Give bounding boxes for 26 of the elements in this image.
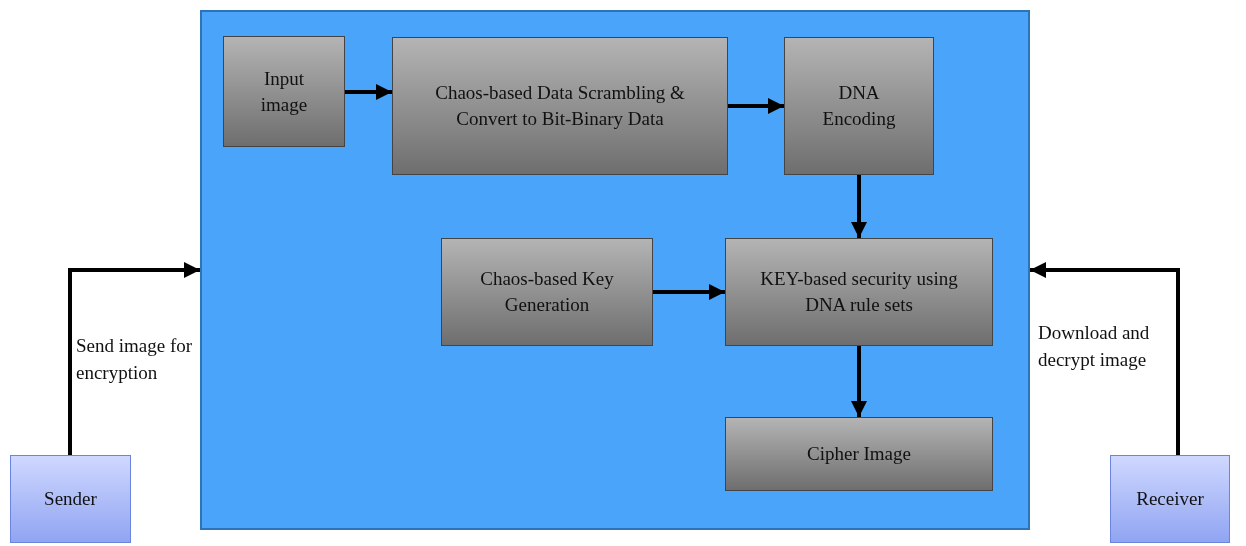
arrow xyxy=(653,284,725,300)
box-label: Input image xyxy=(259,66,309,117)
box-label: Sender xyxy=(44,487,97,512)
arrow xyxy=(68,262,200,455)
box-label: Chaos-based Key Generation xyxy=(479,267,615,317)
process-box xyxy=(725,238,993,346)
arrow xyxy=(851,175,867,238)
arrow xyxy=(1030,262,1180,455)
box-label: Receiver xyxy=(1136,487,1204,512)
box-label: Chaos-based Data Scrambling & Convert to Bit-Binary Data xyxy=(434,81,686,131)
process-panel xyxy=(200,10,1030,530)
box-label: KEY-based security using DNA rule sets xyxy=(759,267,959,317)
process-box xyxy=(441,238,653,346)
process-box xyxy=(223,36,345,147)
box-label: Cipher Image xyxy=(807,442,911,467)
edge-label: Send image for encryption xyxy=(76,334,194,385)
arrow xyxy=(851,346,867,417)
actor-box xyxy=(1110,455,1230,543)
actor-box xyxy=(10,455,131,543)
box-label: DNA Encoding xyxy=(821,81,897,131)
arrow xyxy=(728,98,784,114)
arrow xyxy=(345,84,392,100)
process-box xyxy=(725,417,993,491)
process-box xyxy=(784,37,934,175)
edge-label: Download and decrypt image xyxy=(1038,321,1151,372)
process-box xyxy=(392,37,728,175)
